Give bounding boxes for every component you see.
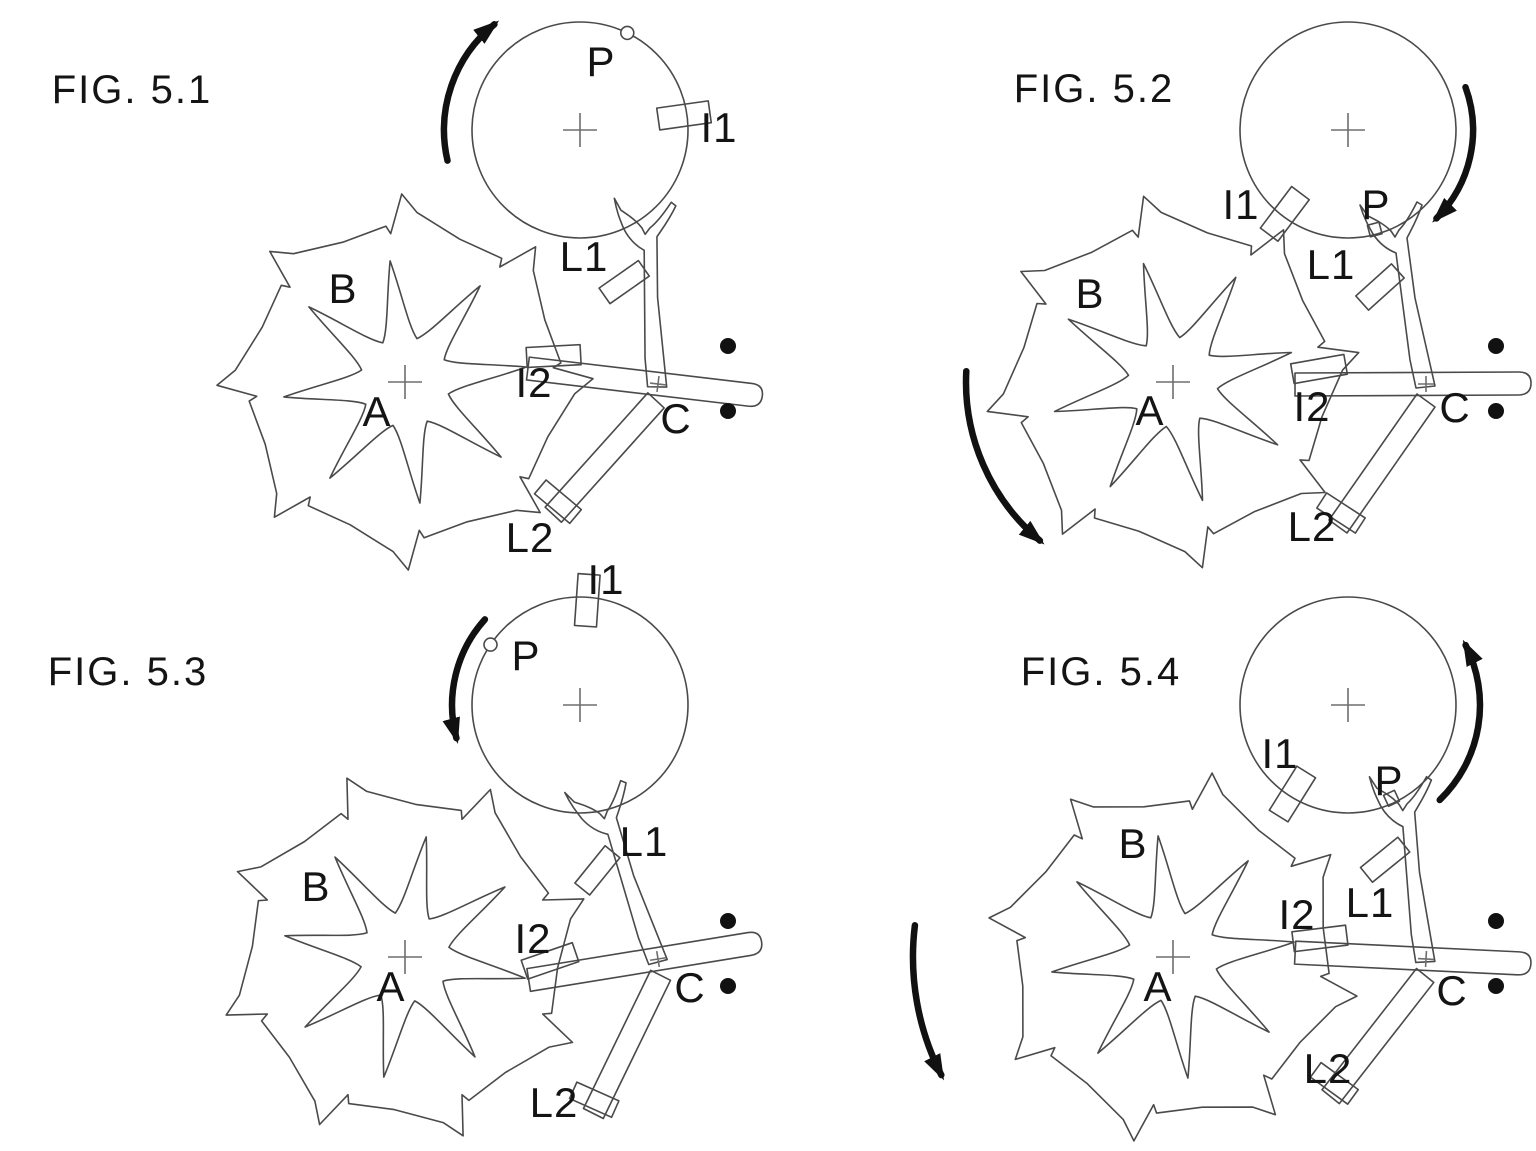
impulse-tab-i1 [1259, 185, 1311, 243]
tab-i2 [1291, 924, 1349, 953]
pallet-l1 [574, 844, 621, 896]
wheel-b-rotation-arrow [962, 367, 1045, 545]
disc-p-circle [1239, 21, 1457, 239]
wheel-a-star [1051, 835, 1295, 1079]
figure-5-3-mechanism [225, 572, 763, 1137]
tab-i2 [520, 941, 580, 980]
disc-p-center-cross [563, 688, 597, 722]
banking-dot-upper [720, 338, 736, 354]
disc-p-circle [471, 596, 689, 814]
pivot-c-cross [649, 950, 667, 968]
pallet-l1 [1355, 263, 1405, 311]
disc-p-rotation-arrow [442, 616, 489, 744]
banking-dot-upper [720, 913, 736, 929]
impulse-tab-i1 [1268, 765, 1317, 823]
banking-dot-lower [720, 978, 736, 994]
wheel-a-star [283, 260, 527, 504]
banking-dot-upper [1488, 338, 1504, 354]
figure-5-2-mechanism [962, 21, 1532, 569]
wheel-b-ratchet [988, 772, 1358, 1142]
wheel-a-center-cross [388, 365, 422, 399]
wheel-a-center-cross [1156, 940, 1190, 974]
wheel-b-ratchet [986, 195, 1360, 569]
pin-notch [619, 25, 635, 41]
impulse-tab-i1 [573, 572, 601, 628]
lever-anchor [1289, 201, 1532, 534]
lever-fork [1368, 775, 1436, 964]
wheel-b-rotation-arrow [909, 922, 945, 1081]
banking-dot-upper [1488, 913, 1504, 929]
lever-l2-arm [1321, 967, 1435, 1105]
pallet-l2 [1316, 492, 1366, 534]
lever-bar [526, 931, 763, 993]
wheel-b-ratchet [225, 777, 585, 1137]
figure-5-1-mechanism [216, 20, 764, 571]
tab-i2 [525, 343, 582, 369]
lever-l2-arm [1328, 393, 1436, 534]
wheel-a-star [284, 836, 526, 1078]
pin-p [1382, 789, 1401, 808]
lever-anchor [1291, 775, 1532, 1105]
pin-notch [483, 637, 498, 652]
disc-p-circle [471, 21, 689, 239]
banking-dot-lower [720, 403, 736, 419]
lever-fork [1359, 201, 1436, 389]
pivot-c-cross [649, 375, 667, 393]
lever-fork [564, 779, 669, 966]
disc-p-center-cross [1331, 113, 1365, 147]
lever-fork [613, 197, 677, 388]
pallet-l2 [1309, 1061, 1360, 1105]
banking-dot-lower [1488, 403, 1504, 419]
disc-p-center-cross [1331, 688, 1365, 722]
banking-dot-lower [1488, 978, 1504, 994]
pallet-l2 [533, 479, 583, 525]
disc-p-circle [1239, 596, 1457, 814]
lever-anchor [520, 779, 763, 1120]
disc-p-rotation-arrow [1432, 83, 1477, 223]
lever-bar [1293, 940, 1532, 976]
pivot-c-cross [1418, 376, 1434, 392]
disc-p-rotation-arrow [1436, 639, 1484, 804]
wheel-a-star [1053, 262, 1293, 502]
lever-bar [525, 356, 764, 408]
wheel-a-center-cross [388, 940, 422, 974]
lever-anchor [525, 197, 764, 525]
pin-p [1366, 221, 1383, 238]
lever-bar [1294, 371, 1532, 397]
wheel-a-center-cross [1156, 365, 1190, 399]
figure-5-4-mechanism [909, 596, 1532, 1142]
lever-l2-arm [582, 969, 672, 1120]
disc-p-center-cross [563, 113, 597, 147]
wheel-b-ratchet [216, 193, 594, 571]
pallet-l1 [1359, 836, 1411, 884]
disc-p-rotation-arrow [440, 20, 500, 164]
pallet-l1 [598, 259, 651, 305]
pivot-c-cross [1417, 950, 1435, 968]
impulse-tab-i1 [655, 100, 713, 131]
tab-i2 [1289, 353, 1349, 385]
pallet-l2 [568, 1081, 620, 1119]
lever-l2-arm [544, 392, 665, 524]
